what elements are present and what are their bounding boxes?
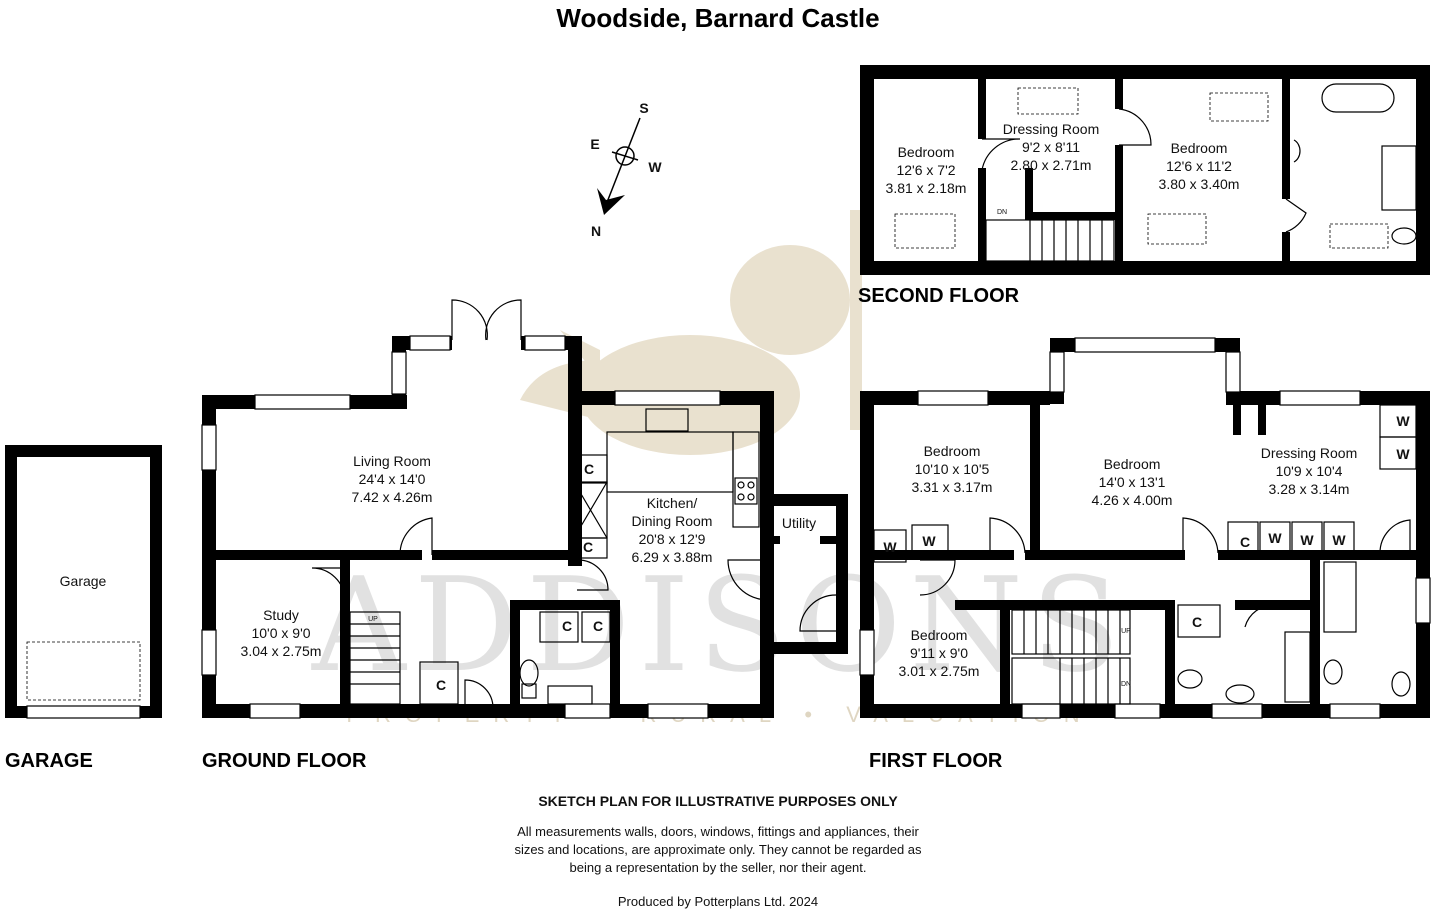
sf-dressing-room-imperial: 9'2 x 8'11 [1022,139,1080,155]
garage-room-label: Garage [60,573,107,589]
sf-bedroom-1-metric: 3.81 x 2.18m [886,180,967,196]
ground-floor-label: GROUND FLOOR [202,750,367,772]
compass-east: E [590,136,599,152]
study-label: Study [263,607,299,623]
cupboard-mark: C [593,618,603,634]
sf-bedroom-2-label: Bedroom [1171,140,1228,156]
ff-bedroom-1-metric: 3.31 x 3.17m [912,479,993,495]
first-floor-plan: Bedroom 10'10 x 10'5 3.31 x 3.17m Bedroo… [859,337,1431,719]
kitchen-label-2: Dining Room [632,513,713,529]
footer: SKETCH PLAN FOR ILLUSTRATIVE PURPOSES ON… [514,793,922,909]
compass-north: N [591,223,601,239]
cupboard-mark: C [1240,534,1250,550]
wardrobe-mark: W [1300,532,1314,548]
watermark-brand: ADDISONS [311,549,1128,701]
wardrobe-mark: W [883,539,897,555]
page-title: Woodside, Barnard Castle [556,3,879,33]
ff-bedroom-2-imperial: 14'0 x 13'1 [1099,474,1166,490]
compass-west: W [648,159,662,175]
living-room-metric: 7.42 x 4.26m [352,489,433,505]
ff-bedroom-1-label: Bedroom [924,443,981,459]
first-floor-label: FIRST FLOOR [869,750,1003,772]
second-floor-plan: Bedroom 12'6 x 7'2 3.81 x 2.18m Dressing… [860,65,1430,275]
cupboard-mark: C [562,618,572,634]
cupboard-mark: C [436,677,446,693]
ff-bedroom-3-imperial: 9'11 x 9'0 [910,645,968,661]
ff-bedroom-2-metric: 4.26 x 4.00m [1092,492,1173,508]
ff-dressing-room-label: Dressing Room [1261,445,1357,461]
cupboard-mark: C [1192,614,1202,630]
utility-label: Utility [782,515,816,531]
compass-south: S [639,100,648,116]
wardrobe-mark: W [922,533,936,549]
disclaimer-line-2: sizes and locations, are approximate onl… [514,842,922,857]
ff-dressing-room-metric: 3.28 x 3.14m [1269,481,1350,497]
sf-bedroom-2-metric: 3.80 x 3.40m [1159,176,1240,192]
garage-plan: Garage [5,445,162,719]
ff-bedroom-3-label: Bedroom [911,627,968,643]
credit-line: Produced by Potterplans Ltd. 2024 [618,894,818,909]
stairs-down-mark: DN [1121,681,1131,688]
disclaimer-line-3: being a representation by the seller, no… [569,860,866,875]
kitchen-imperial: 20'8 x 12'9 [639,531,706,547]
wardrobe-mark: W [1268,530,1282,546]
compass-icon: S E W N [590,100,662,239]
second-floor-label: SECOND FLOOR [858,285,1020,307]
sf-bedroom-2-imperial: 12'6 x 11'2 [1166,158,1232,174]
stairs-up-mark: UP [1121,628,1131,635]
stairs-down-mark: DN [997,209,1007,216]
sf-bedroom-1-label: Bedroom [898,144,955,160]
cupboard-mark: C [584,461,594,477]
ground-floor-plan: Living Room 24'4 x 14'0 7.42 x 4.26m Kit… [201,299,848,719]
sf-bedroom-1-imperial: 12'6 x 7'2 [896,162,955,178]
study-metric: 3.04 x 2.75m [241,643,322,659]
disclaimer-heading: SKETCH PLAN FOR ILLUSTRATIVE PURPOSES ON… [538,793,898,809]
study-imperial: 10'0 x 9'0 [251,625,310,641]
living-room-label: Living Room [353,453,431,469]
wardrobe-mark: W [1332,532,1346,548]
stairs-up-mark: UP [368,616,378,623]
kitchen-label-1: Kitchen/ [647,495,698,511]
ff-bedroom-3-metric: 3.01 x 2.75m [899,663,980,679]
ff-dressing-room-imperial: 10'9 x 10'4 [1276,463,1343,479]
disclaimer-line-1: All measurements walls, doors, windows, … [517,824,919,839]
living-room-imperial: 24'4 x 14'0 [359,471,426,487]
sf-dressing-room-metric: 2.80 x 2.71m [1011,157,1092,173]
ff-bedroom-2-label: Bedroom [1104,456,1161,472]
garage-floor-label: GARAGE [5,750,93,772]
wardrobe-mark: W [1396,413,1410,429]
wardrobe-mark: W [1396,446,1410,462]
ff-bedroom-1-imperial: 10'10 x 10'5 [915,461,990,477]
kitchen-metric: 6.29 x 3.88m [632,549,713,565]
cupboard-mark: C [583,539,593,555]
sf-dressing-room-label: Dressing Room [1003,121,1099,137]
